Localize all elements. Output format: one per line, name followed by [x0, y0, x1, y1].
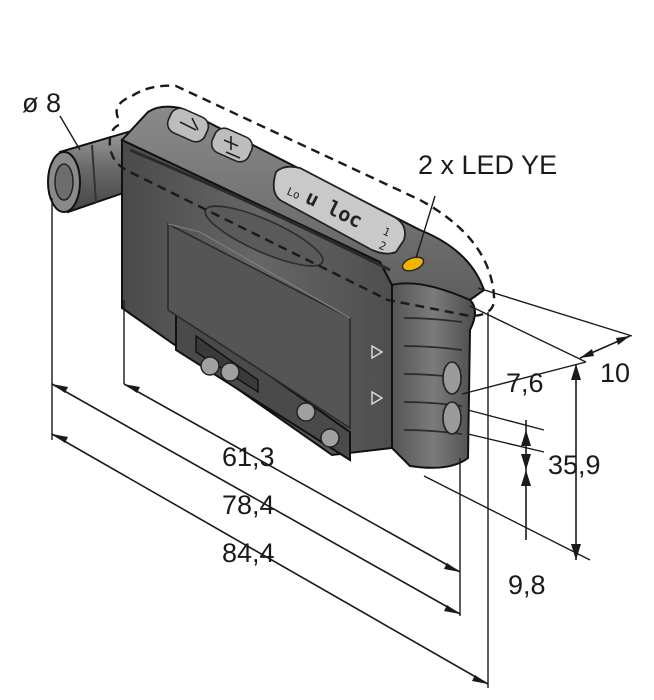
dimension-61-3-label: 61,3 — [222, 442, 275, 472]
dimension-7-6-label: 7,6 — [506, 368, 544, 398]
labels: ø 8 2 x LED YE 10 7,6 35,9 9,8 61,3 78,4… — [22, 88, 630, 600]
mounting-hole — [296, 402, 316, 422]
mounting-hole — [320, 428, 340, 448]
arrow-up-down-button-icon — [166, 107, 210, 143]
dimension-lines — [51, 115, 633, 688]
triangle-marker-icon — [371, 390, 384, 406]
mounting-hole — [200, 356, 220, 376]
plus-minus-button-icon — [210, 127, 254, 163]
lcd-indicator-1: 1 — [381, 225, 392, 240]
cable-diameter-label: ø 8 — [22, 88, 61, 118]
lcd-lo-label: Lo — [285, 185, 302, 202]
lcd-indicator-2: 2 — [377, 239, 388, 254]
sensor-housing: Lo u loc 1 2 — [47, 105, 486, 469]
led-label: 2 x LED YE — [418, 150, 557, 180]
triangle-marker-icon — [371, 344, 384, 360]
fiber-ports — [442, 361, 462, 435]
dimension-35-9-label: 35,9 — [548, 450, 601, 480]
dimension-9-8-label: 9,8 — [508, 570, 546, 600]
led-indicator — [401, 256, 425, 272]
dimension-84-4-label: 84,4 — [222, 538, 275, 568]
dimension-78-4-label: 78,4 — [222, 490, 275, 520]
depth-dimension-label: 10 — [600, 358, 630, 388]
cable-connector — [47, 130, 134, 214]
cover-envelope-outline — [108, 84, 496, 318]
logo-area — [204, 205, 324, 267]
mounting-hole — [220, 362, 240, 382]
